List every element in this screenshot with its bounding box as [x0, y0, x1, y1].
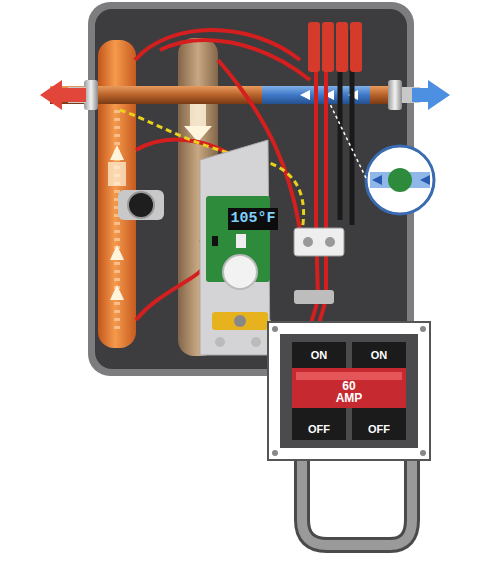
screw: [272, 450, 278, 456]
screw: [325, 237, 335, 247]
thermostat-bracket: [118, 190, 164, 220]
sensor-screw: [234, 315, 246, 327]
switch-label: OFF: [352, 422, 406, 436]
flow-arrow-tail: [108, 162, 126, 186]
toggle-highlight: [296, 372, 402, 380]
control-plate: [200, 140, 270, 355]
screw: [272, 326, 278, 332]
switch-label: ON: [352, 348, 406, 362]
breaker-panel-label: ON ON 60 AMP OFF OFF: [268, 322, 430, 460]
fitting: [84, 80, 98, 110]
screw: [251, 337, 261, 347]
screw: [420, 450, 426, 456]
enclosure-rim: [88, 2, 414, 376]
fitting: [388, 80, 402, 110]
wire: [308, 35, 326, 360]
flow-arrow: [300, 90, 310, 100]
sensor: [212, 312, 268, 330]
terminal-block: [294, 228, 344, 256]
hot-water-arrow: [40, 80, 86, 110]
chip: [212, 236, 218, 246]
breaker-frame: [280, 334, 418, 448]
wire: [300, 30, 318, 360]
terminal: [336, 22, 348, 72]
temperature-display: 105°F: [228, 210, 278, 228]
breaker-panel: [268, 322, 430, 460]
amp-rating: 60 AMP: [328, 380, 370, 404]
flow-sensor: [388, 168, 412, 192]
display-panel: 105°F: [228, 208, 278, 230]
wire: [136, 260, 210, 320]
thermostat: [128, 192, 154, 218]
flow-arrow: [110, 285, 124, 300]
breaker-toggle: [292, 368, 406, 408]
leader-line: [330, 104, 366, 178]
screw: [215, 337, 225, 347]
cold-water-arrow: [412, 80, 450, 110]
flow-arrow: [372, 175, 382, 185]
terminal: [322, 22, 334, 72]
switch-label: ON: [292, 348, 346, 362]
terminal: [308, 22, 320, 72]
cable-clamp: [294, 290, 334, 304]
flow-arrow: [110, 245, 124, 260]
screw: [303, 237, 313, 247]
switch-label: OFF: [292, 422, 346, 436]
terminal: [350, 22, 362, 72]
flow-arrow: [110, 145, 124, 160]
enclosure-interior: [95, 9, 407, 369]
control-knob: [223, 255, 257, 289]
magnifier: [366, 146, 434, 214]
screw: [420, 326, 426, 332]
chip: [236, 234, 246, 248]
flow-arrow: [420, 175, 430, 185]
wire: [160, 40, 310, 80]
